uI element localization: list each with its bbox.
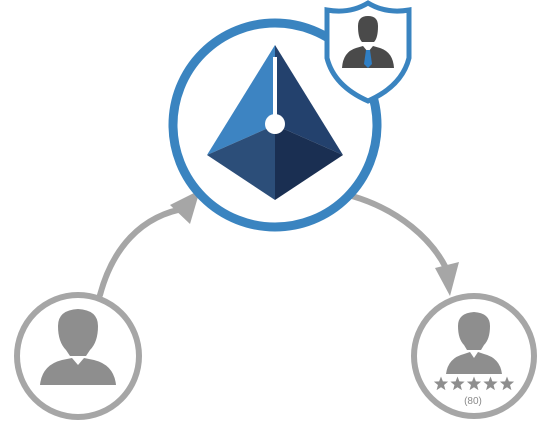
arrow-source-to-platform [97, 190, 200, 298]
user-silhouette-icon [40, 309, 116, 385]
reviewed-user-node [411, 293, 537, 419]
star-icon [483, 376, 498, 391]
star-icon [433, 376, 449, 391]
business-user-icon [342, 16, 394, 68]
five-star-rating-icon [433, 376, 515, 391]
shield-user-badge [324, 0, 412, 104]
star-icon [450, 376, 465, 391]
star-icon [499, 376, 515, 391]
arrow-platform-to-reviewed [349, 193, 459, 296]
tie-icon [364, 50, 372, 68]
user-silhouette-icon [446, 312, 502, 374]
star-icon [466, 376, 482, 391]
central-platform-node [168, 18, 382, 232]
source-user-node [14, 292, 142, 420]
arrowhead-icon [170, 190, 200, 224]
rating-count: (80) [464, 396, 482, 407]
pyramid-logo-icon [207, 45, 343, 200]
arrowhead-icon [435, 262, 459, 296]
